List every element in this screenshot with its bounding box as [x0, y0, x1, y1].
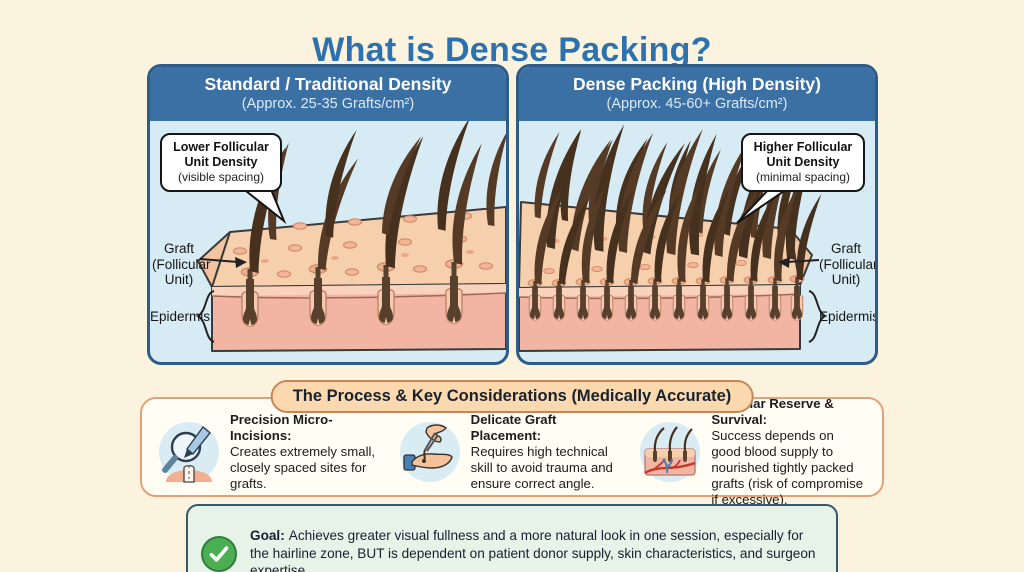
- callout-lower-density-title: Lower Follicular Unit Density: [173, 140, 269, 169]
- panel-standard-title: Standard / Traditional Density: [204, 74, 452, 95]
- page-title: What is Dense Packing?: [312, 30, 712, 69]
- process-item-title: Delicate Graft Placement:: [470, 411, 557, 443]
- callout-higher-density-note: (minimal spacing): [755, 169, 851, 184]
- process-item-text: Precision Micro-Incisions: Creates extre…: [230, 412, 385, 492]
- panel-dense-header: Dense Packing (High Density) (Approx. 45…: [519, 67, 875, 121]
- goal-description: Achieves greater visual fullness and a m…: [250, 527, 816, 572]
- hands-graft-placement-icon: [399, 421, 461, 483]
- process-items: Precision Micro-Incisions: Creates extre…: [142, 396, 882, 507]
- panel-standard-subtitle: (Approx. 25-35 Grafts/cm²): [241, 96, 415, 113]
- panel-dense-title: Dense Packing (High Density): [573, 74, 821, 95]
- panel-dense-subtitle: (Approx. 45-60+ Grafts/cm²): [606, 96, 788, 113]
- process-item-micro-incisions: Precision Micro-Incisions: Creates extre…: [158, 412, 385, 492]
- checkmark-icon: [201, 535, 237, 572]
- panel-dense-body: Higher Follicular Unit Density (minimal …: [519, 121, 875, 362]
- process-item-desc: Success depends on good blood supply to …: [711, 427, 864, 508]
- process-section-title: The Process & Key Considerations (Medica…: [270, 380, 754, 413]
- graft-label-right: Graft (Follicular Unit): [819, 241, 878, 288]
- goal-box: Goal:Achieves greater visual fullness an…: [186, 504, 838, 572]
- process-item-desc: Requires high technical skill to avoid t…: [470, 443, 613, 492]
- process-item-graft-placement: Delicate Graft Placement: Requires high …: [399, 412, 626, 492]
- panel-standard-density: Standard / Traditional Density (Approx. …: [147, 64, 509, 365]
- process-item-desc: Creates extremely small, closely spaced …: [230, 443, 376, 492]
- magnifier-incision-icon: [158, 421, 220, 483]
- skin-cross-section-standard-illustration: [195, 121, 506, 352]
- callout-higher-density: Higher Follicular Unit Density (minimal …: [741, 133, 865, 192]
- callout-lower-density-note: (visible spacing): [177, 169, 265, 184]
- process-section: The Process & Key Considerations (Medica…: [140, 380, 884, 507]
- epidermis-label-left: Epidermis: [150, 309, 211, 324]
- callout-higher-density-title: Higher Follicular Unit Density: [753, 140, 853, 169]
- callout-lower-density: Lower Follicular Unit Density (visible s…: [160, 133, 282, 192]
- vascular-skin-icon: [639, 421, 701, 483]
- epidermis-label-right: Epidermis: [819, 309, 878, 324]
- goal-label: Goal:: [250, 527, 285, 543]
- process-item-title: Precision Micro-Incisions:: [230, 411, 333, 443]
- goal-text: Goal:Achieves greater visual fullness an…: [250, 527, 823, 572]
- graft-label-left: Graft (Follicular Unit): [152, 241, 211, 288]
- skin-cross-section-dense-illustration: [519, 124, 828, 352]
- panel-standard-header: Standard / Traditional Density (Approx. …: [150, 67, 506, 121]
- panel-standard-body: Lower Follicular Unit Density (visible s…: [150, 121, 506, 362]
- panel-dense-packing: Dense Packing (High Density) (Approx. 45…: [516, 64, 878, 365]
- process-item-text: Delicate Graft Placement: Requires high …: [471, 412, 626, 492]
